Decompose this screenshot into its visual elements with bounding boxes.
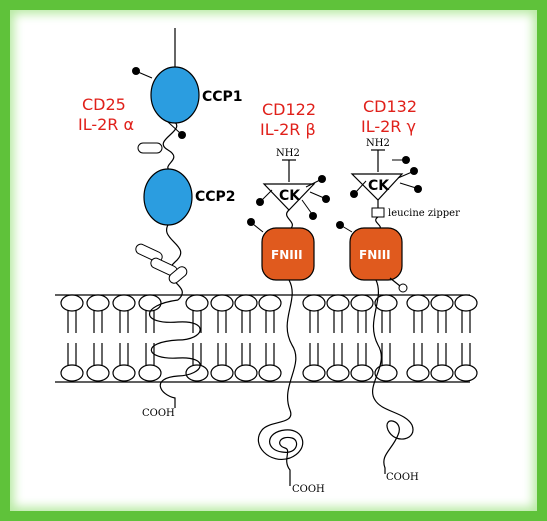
glycan-icon — [392, 156, 410, 164]
gamma-transmembrane-coil — [372, 279, 414, 474]
lipid-head — [326, 294, 350, 312]
beta-nh2-label: NH2 — [276, 148, 300, 159]
ccp1-domain — [150, 66, 200, 124]
glycan-icon — [305, 175, 326, 188]
gamma-hollow-residue — [398, 283, 408, 293]
alpha-linker-tick-1 — [137, 142, 163, 154]
lipid-head — [112, 294, 136, 312]
glycan-icon — [350, 180, 367, 198]
alpha-name-line1: CD25 — [82, 95, 126, 114]
alpha-stalk-tick-3 — [168, 266, 188, 284]
lipid-head — [60, 294, 84, 312]
glycan-icon — [309, 191, 330, 203]
lipid-head — [210, 364, 234, 382]
lipid-head — [302, 294, 326, 312]
lipid-head — [350, 294, 374, 312]
beta-name-line1: CD122 — [262, 100, 316, 119]
alpha-cooh-label: COOH — [142, 408, 175, 419]
lipid-head — [234, 364, 258, 382]
gamma-ck-label: CK — [368, 178, 390, 194]
lipid-head — [60, 364, 84, 382]
lipid-head — [406, 364, 430, 382]
beta-fn3-label: FNIII — [271, 248, 303, 262]
lipid-head — [210, 294, 234, 312]
beta-connector — [286, 209, 293, 231]
glycan-icon — [167, 121, 186, 139]
lipid-head — [430, 294, 454, 312]
alpha-linker — [162, 119, 178, 173]
lipid-head — [454, 364, 478, 382]
beta-cooh-label: COOH — [292, 484, 325, 495]
beta-ck-label: CK — [279, 188, 301, 204]
lipid-head — [185, 294, 209, 312]
gamma-nh2-label: NH2 — [366, 138, 390, 149]
lipid-head — [138, 294, 162, 312]
gamma-name-line2: IL-2R γ — [361, 117, 416, 136]
lipid-head — [454, 294, 478, 312]
lipid-head — [86, 294, 110, 312]
lipid-head — [326, 364, 350, 382]
alpha-stalk-tick-1 — [135, 243, 163, 263]
beta-name-line2: IL-2R β — [260, 120, 316, 139]
beta-transmembrane-coil — [257, 279, 304, 486]
receptor-beta: CD122 IL-2R β NH2 CK FNIII COOH — [247, 100, 330, 495]
glycan-icon — [399, 182, 422, 193]
glycan-icon — [301, 199, 317, 220]
lipid-head — [374, 364, 398, 382]
lipid-head — [374, 294, 398, 312]
alpha-stalk — [166, 221, 183, 301]
lipid-head — [138, 364, 162, 382]
lipid-bilayer — [55, 294, 478, 383]
alpha-transmembrane-helix — [148, 299, 201, 408]
leucine-zipper-label: leucine zipper — [388, 208, 460, 219]
ccp2-label: CCP2 — [195, 189, 236, 205]
lipid-head — [258, 294, 282, 312]
gamma-name-line1: CD132 — [363, 97, 417, 116]
lipid-head — [430, 364, 454, 382]
leucine-zipper-icon — [371, 207, 385, 218]
beta-fn3-domain — [261, 227, 315, 281]
lipid-head — [234, 294, 258, 312]
alpha-name-line2: IL-2R α — [78, 115, 134, 134]
glycan-icon — [397, 167, 418, 179]
ccp1-label: CCP1 — [202, 89, 243, 105]
receptor-gamma: CD132 IL-2R γ NH2 CK leucine zipper FNII… — [336, 97, 460, 483]
gamma-fn3-label: FNIII — [359, 248, 391, 262]
lipid-heads-bottom — [60, 343, 478, 382]
gamma-ck-motif — [350, 173, 404, 201]
glycan-icon — [132, 67, 153, 79]
lipid-head — [350, 364, 374, 382]
glycan-icon — [256, 189, 273, 206]
gamma-cooh-label: COOH — [386, 472, 419, 483]
lipid-head — [258, 364, 282, 382]
lipid-heads-top — [60, 294, 478, 333]
ccp2-domain — [143, 168, 193, 226]
lipid-head — [406, 294, 430, 312]
lipid-head — [86, 364, 110, 382]
lipid-head — [185, 364, 209, 382]
lipid-head — [112, 364, 136, 382]
glycan-icon — [336, 221, 353, 233]
receptor-alpha: CD25 IL-2R α CCP1 CCP2 COOH — [78, 28, 243, 419]
glycan-icon — [247, 218, 264, 233]
beta-ck-motif — [262, 183, 316, 211]
lipid-head — [302, 364, 326, 382]
